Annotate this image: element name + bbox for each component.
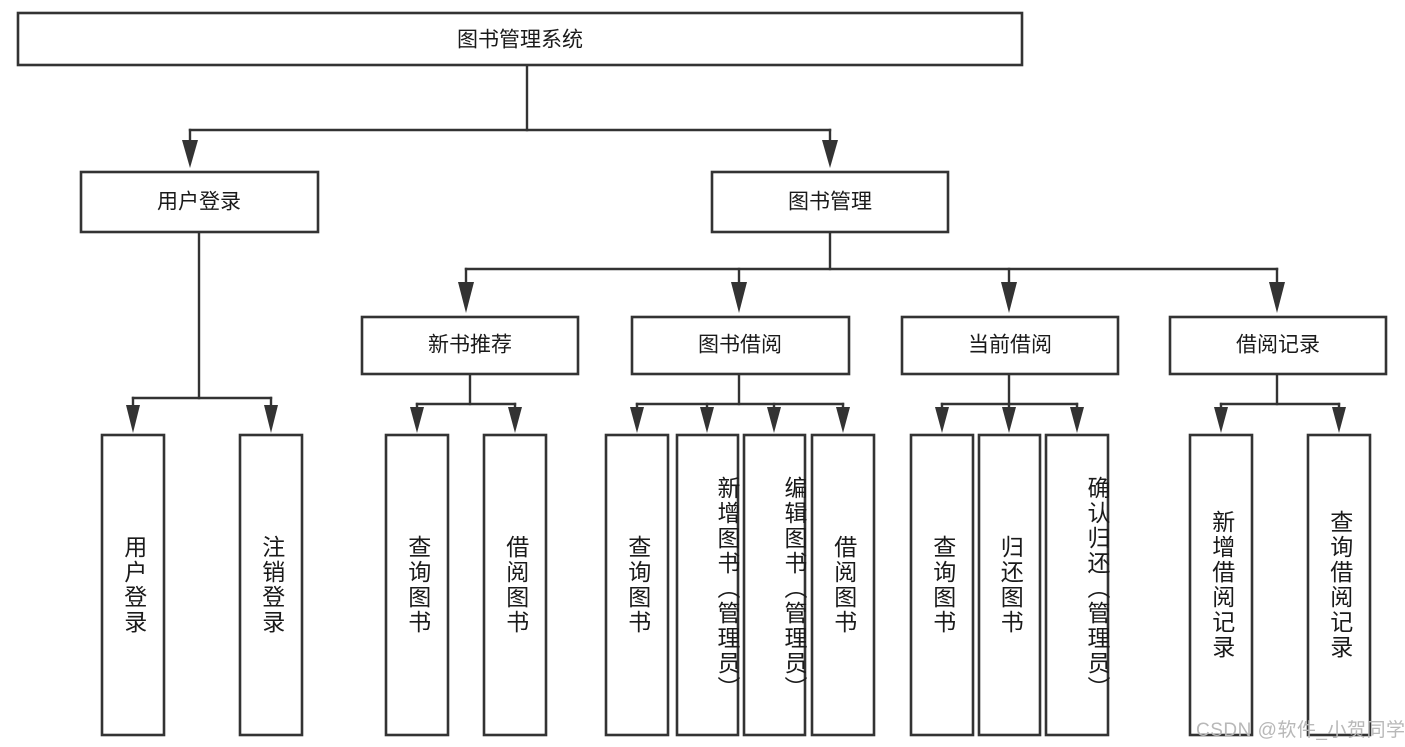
node-book-manage[interactable]: 图书管理 bbox=[710, 170, 950, 234]
node-borrow-record-box[interactable] bbox=[1168, 315, 1388, 376]
node-book-borrow-box[interactable] bbox=[630, 315, 851, 376]
node-borrow-record[interactable]: 借阅记录 bbox=[1168, 315, 1388, 376]
node-book-manage-box[interactable] bbox=[710, 170, 950, 234]
arrow-head-leaf-query-book-2 bbox=[630, 407, 644, 433]
leaf-box-query-record[interactable] bbox=[1306, 433, 1372, 737]
leaf-box-edit-book[interactable] bbox=[742, 433, 807, 737]
leaf-box-add-record[interactable] bbox=[1188, 433, 1254, 737]
node-current-borrow-label: 当前借阅 bbox=[968, 334, 1052, 357]
arrow-head-leaf-edit-book bbox=[767, 407, 781, 433]
node-root-label: 图书管理系统 bbox=[457, 29, 583, 52]
leaf-box-borrow-book-1[interactable] bbox=[482, 433, 548, 737]
arrow-head-leaf-add-record bbox=[1214, 407, 1228, 433]
node-root-box[interactable] bbox=[16, 11, 1024, 67]
node-root[interactable]: 图书管理系统 bbox=[16, 11, 1024, 67]
node-book-borrow-label: 图书借阅 bbox=[698, 334, 782, 357]
arrow-head-user-login bbox=[182, 140, 198, 168]
leaf-box-add-book[interactable] bbox=[675, 433, 740, 737]
arrow-head-leaf-add-book bbox=[700, 407, 714, 433]
arrow-head-current-borrow bbox=[1001, 282, 1017, 313]
arrow-head-leaf-borrow-book-1 bbox=[508, 407, 522, 433]
csdn-watermark: CSDN @软件_小贺同学 bbox=[1196, 720, 1405, 741]
leaf-box-query-book-2[interactable] bbox=[604, 433, 670, 737]
node-new-book-recommend[interactable]: 新书推荐 bbox=[360, 315, 580, 376]
leaf-box-query-book-1[interactable] bbox=[384, 433, 450, 737]
connector-group-current-borrow-leaves bbox=[935, 373, 1084, 433]
node-new-book-recommend-label: 新书推荐 bbox=[428, 334, 512, 357]
connector-group-new-book-leaves bbox=[410, 373, 522, 433]
leaf-box-user-logout[interactable] bbox=[238, 433, 304, 737]
arrow-head-book-manage bbox=[822, 140, 838, 168]
arrow-head-leaf-query-book-1 bbox=[410, 407, 424, 433]
connector-group-user-login-leaves bbox=[126, 231, 278, 433]
node-current-borrow-box[interactable] bbox=[900, 315, 1120, 376]
node-user-login-box[interactable] bbox=[79, 170, 320, 234]
connector-group-book-borrow-leaves bbox=[630, 373, 850, 433]
arrow-head-leaf-return-book bbox=[1002, 407, 1016, 433]
arrow-head-leaf-user-login bbox=[126, 405, 140, 433]
arrow-head-leaf-confirm-return bbox=[1070, 407, 1084, 433]
arrow-head-new-book-recommend bbox=[458, 282, 474, 313]
connector-group-borrow-record-leaves bbox=[1214, 373, 1346, 433]
connector-group-root-to-level2 bbox=[182, 64, 838, 168]
leaf-box-confirm-return[interactable] bbox=[1044, 433, 1110, 737]
leaf-box-return-book[interactable] bbox=[977, 433, 1042, 737]
arrow-head-leaf-query-record bbox=[1332, 407, 1346, 433]
node-borrow-record-label: 借阅记录 bbox=[1236, 334, 1320, 357]
node-user-login-label: 用户登录 bbox=[157, 191, 241, 214]
node-book-borrow[interactable]: 图书借阅 bbox=[630, 315, 851, 376]
arrow-head-book-borrow bbox=[731, 282, 747, 313]
leaf-box-user-login[interactable] bbox=[100, 433, 166, 737]
leaf-box-query-book-3[interactable] bbox=[909, 433, 975, 737]
leaf-box-borrow-book-2[interactable] bbox=[810, 433, 876, 737]
leaf-boxes bbox=[100, 433, 1372, 737]
node-new-book-recommend-box[interactable] bbox=[360, 315, 580, 376]
node-user-login[interactable]: 用户登录 bbox=[79, 170, 320, 234]
connector-group-book-manage-to-level3 bbox=[458, 231, 1285, 313]
arrow-head-borrow-record bbox=[1269, 282, 1285, 313]
arrow-head-leaf-borrow-book-2 bbox=[836, 407, 850, 433]
arrow-head-leaf-query-book-3 bbox=[935, 407, 949, 433]
arrow-head-leaf-user-logout bbox=[264, 405, 278, 433]
node-current-borrow[interactable]: 当前借阅 bbox=[900, 315, 1120, 376]
node-book-manage-label: 图书管理 bbox=[788, 191, 872, 214]
